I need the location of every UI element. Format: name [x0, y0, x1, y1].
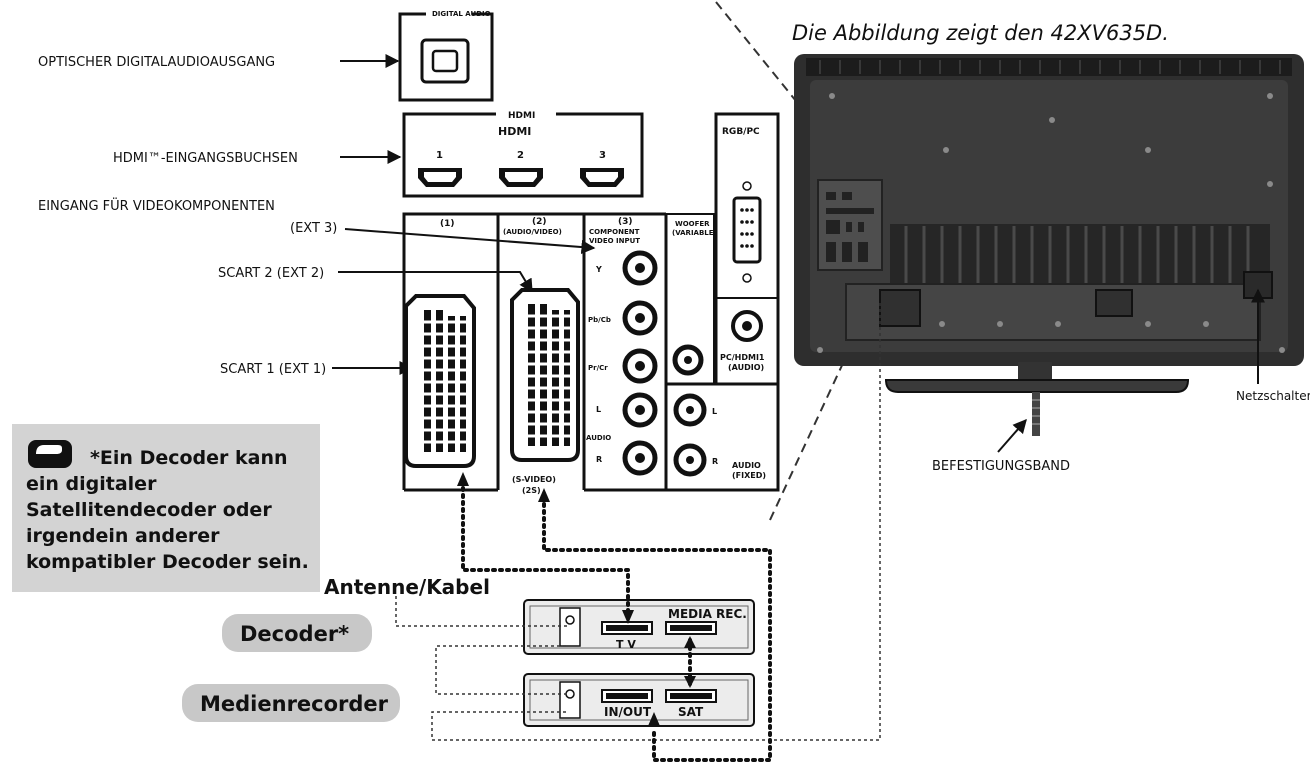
hdmi-label: HDMI™-EINGANGSBUCHSEN: [113, 151, 298, 166]
antenna-cable: [395, 596, 568, 627]
svg-text:AUDIO: AUDIO: [732, 461, 761, 470]
svg-text:T V: T V: [616, 638, 636, 651]
connector-block: (1) (2) (AUDIO/VIDEO) (3) COMPONENT VIDE…: [402, 212, 780, 495]
scart2-arrow: [338, 271, 533, 294]
svg-text:VIDEO INPUT: VIDEO INPUT: [589, 237, 640, 245]
jack-y: [622, 250, 658, 286]
pc-audio-jack: [731, 310, 763, 342]
note-line-1: *Ein Decoder kann: [90, 447, 288, 469]
note-line-4: irgendein anderer: [26, 525, 220, 547]
svg-text:(1): (1): [440, 219, 455, 229]
note-line-3: Satellitendecoder oder: [26, 499, 272, 521]
decoder-label: Decoder*: [240, 622, 349, 646]
svg-text:L: L: [596, 405, 601, 414]
svg-text:(S-VIDEO): (S-VIDEO): [512, 475, 556, 484]
media-recorder-device: MEDIA REC. T V: [523, 599, 755, 655]
svg-text:Y: Y: [595, 265, 602, 274]
jack-audio-r: [622, 440, 658, 476]
svg-text:(2S): (2S): [522, 486, 541, 495]
svg-text:IN/OUT: IN/OUT: [604, 705, 652, 719]
hdmi-block: HDMI HDMI 1 2 3: [402, 106, 644, 198]
caption: Die Abbildung zeigt den 42XV635D.: [792, 21, 1169, 45]
tv-rear: [794, 54, 1304, 366]
svg-text:HDMI: HDMI: [498, 125, 531, 138]
component-label: EINGANG FÜR VIDEOKOMPONENTEN: [38, 197, 275, 214]
recorder-pill: [182, 684, 400, 722]
svg-text:(AUDIO): (AUDIO): [728, 363, 764, 372]
digital-audio-port: DIGITAL AUDIO: [398, 6, 494, 102]
power-switch-label: Netzschalter: [1236, 389, 1310, 403]
svg-text:AUDIO: AUDIO: [586, 434, 611, 442]
scart1-cable: [461, 486, 630, 614]
note-line-2: ein digitaler: [26, 473, 157, 495]
hdmi-port-2-label: 2: [517, 150, 524, 161]
svg-text:(FIXED): (FIXED): [732, 471, 766, 480]
svg-text:MEDIA REC.: MEDIA REC.: [668, 607, 747, 621]
svg-text:HDMI: HDMI: [508, 111, 535, 121]
svg-text:R: R: [712, 457, 718, 466]
svg-text:PC/HDMI1: PC/HDMI1: [720, 353, 765, 362]
svg-text:COMPONENT: COMPONENT: [589, 228, 640, 236]
strap-arrow: [997, 418, 1027, 453]
scart2-cable: [542, 502, 772, 762]
jack-fixed-l: [673, 393, 707, 427]
strap-label: BEFESTIGUNGSBAND: [932, 459, 1070, 474]
optical-label: OPTISCHER DIGITALAUDIOAUSGANG: [38, 55, 275, 70]
tv-stand: [884, 362, 1190, 436]
svg-text:Pr/Cr: Pr/Cr: [588, 364, 608, 372]
svg-text:SAT: SAT: [678, 705, 704, 719]
svg-text:DIGITAL AUDIO: DIGITAL AUDIO: [432, 10, 491, 18]
component-arrow: [344, 228, 596, 255]
scart1-label: SCART 1 (EXT 1): [220, 362, 326, 377]
recorder-label: Medienrecorder: [200, 692, 389, 716]
svg-text:WOOFER: WOOFER: [675, 220, 710, 228]
note-box: *Ein Decoder kann ein digitaler Satellit…: [12, 424, 320, 592]
jack-pb: [622, 300, 658, 336]
svg-text:Pb/Cb: Pb/Cb: [588, 316, 611, 324]
note-line-5: kompatibler Decoder sein.: [26, 551, 309, 573]
rgb-pc-block: RGB/PC PC/HDMI1 (AUDIO): [714, 112, 780, 386]
hdmi-port-1-label: 1: [436, 150, 443, 161]
svg-text:(2): (2): [532, 217, 547, 227]
decoder-pill: [222, 614, 372, 652]
svg-text:(VARIABLE): (VARIABLE): [672, 229, 717, 237]
component-ext-label: (EXT 3): [290, 221, 337, 236]
antenna-to-decoder: [435, 645, 566, 695]
jack-audio-l: [622, 392, 658, 428]
jack-pr: [622, 348, 658, 384]
hdmi-port-3-label: 3: [599, 150, 606, 161]
svg-text:(AUDIO/VIDEO): (AUDIO/VIDEO): [503, 228, 562, 236]
strap: [1032, 392, 1040, 436]
jack-fixed-r: [673, 443, 707, 477]
decoder-device: IN/OUT SAT: [523, 673, 755, 727]
jack-woofer: [672, 344, 704, 376]
svg-text:RGB/PC: RGB/PC: [722, 127, 760, 137]
svg-text:L: L: [712, 407, 717, 416]
svg-text:(3): (3): [618, 217, 633, 227]
svg-text:R: R: [596, 455, 602, 464]
scart2-label: SCART 2 (EXT 2): [218, 266, 324, 281]
antenna-label: Antenne/Kabel: [324, 575, 490, 599]
